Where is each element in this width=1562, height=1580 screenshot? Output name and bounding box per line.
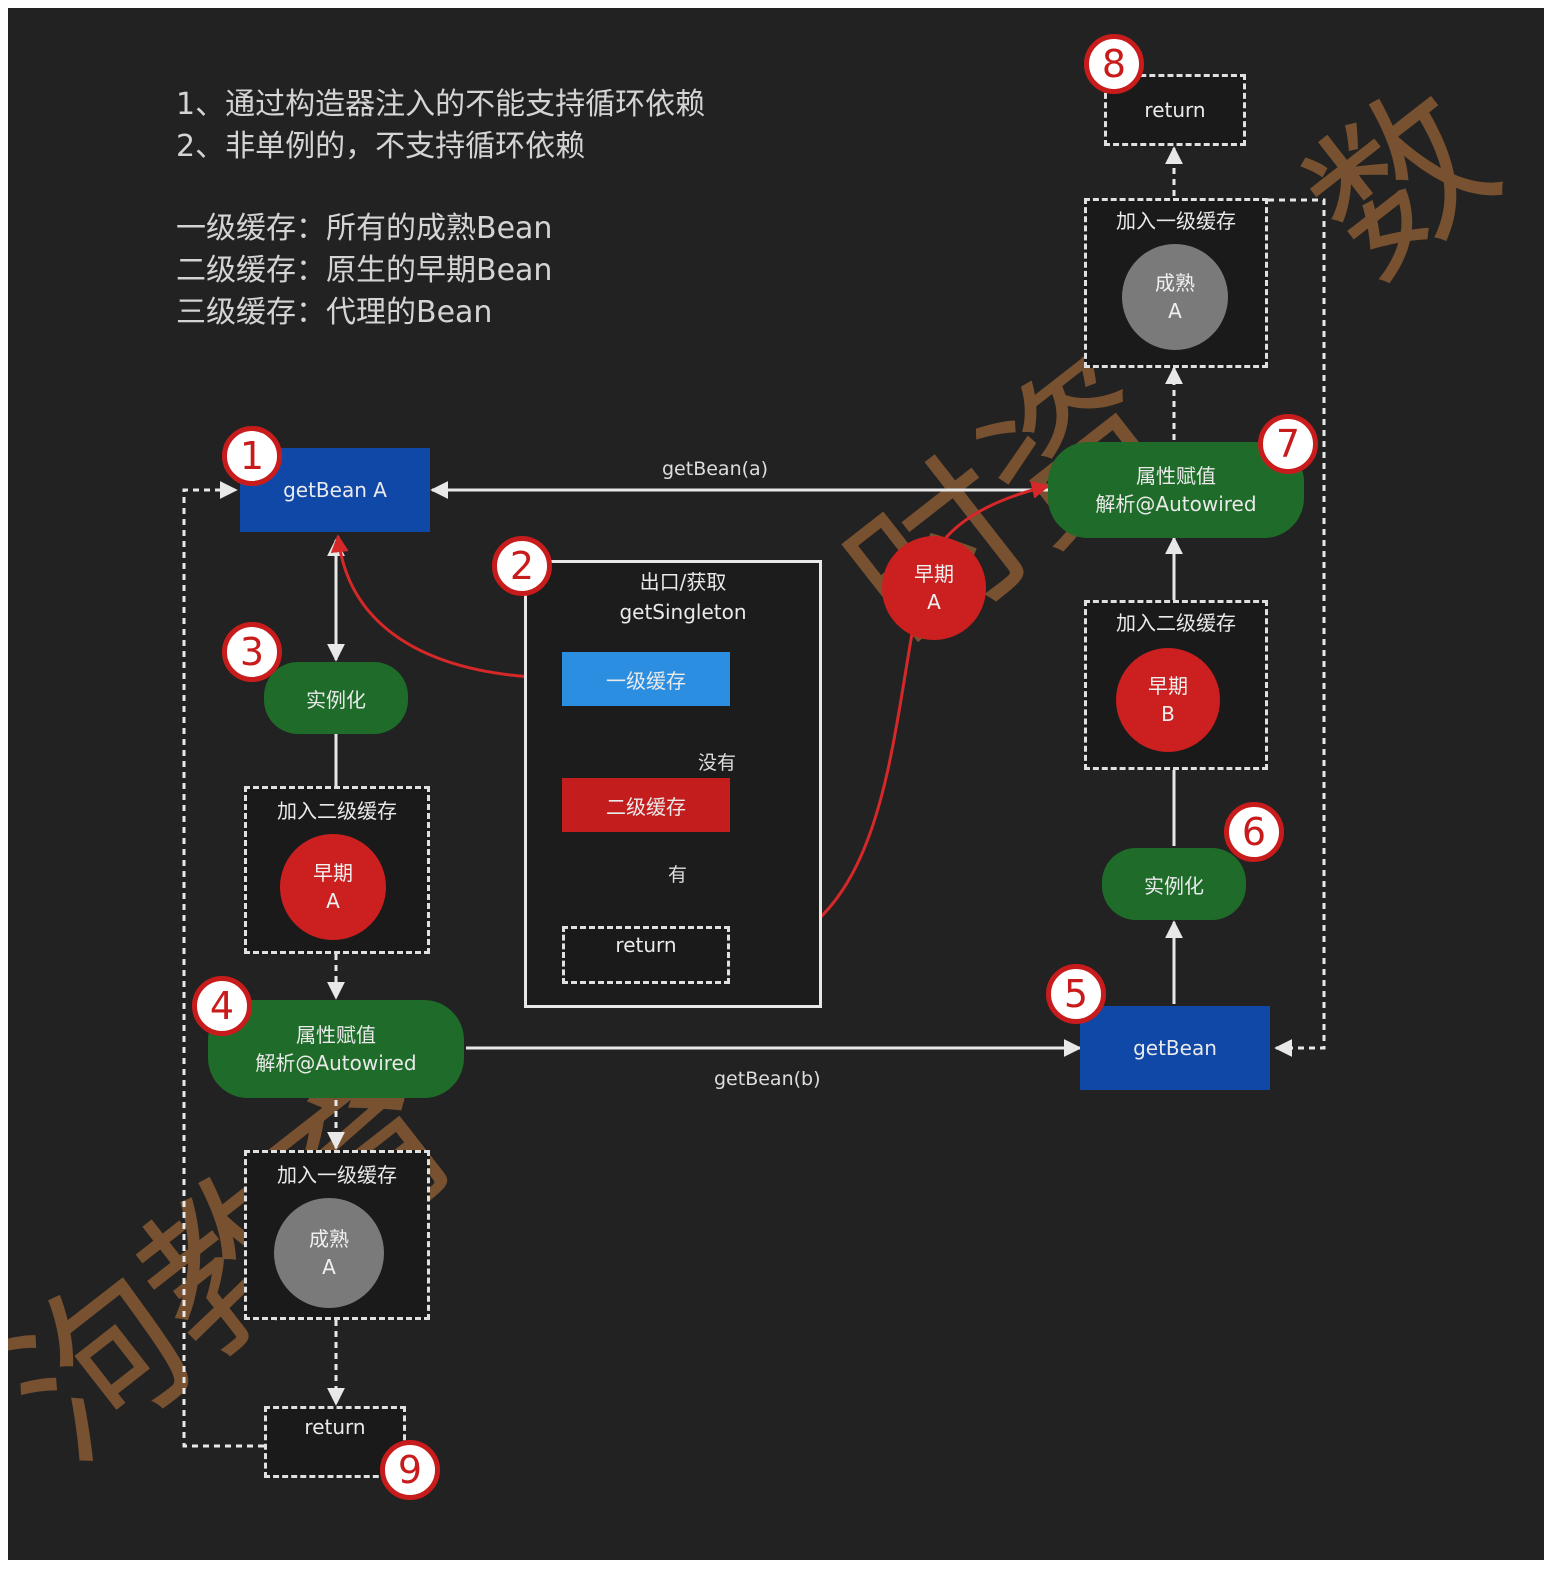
add-l1-cache-right-title: 加入一级缓存 [1116,209,1236,233]
cache-level-1-note: 一级缓存：所有的成熟Bean [176,211,553,246]
cache-hit-label: 有 [668,864,688,886]
mature-a-circle-left: 成熟 A [274,1198,384,1308]
step-8-badge: 8 [1084,34,1144,94]
early-a-circle-left: 早期 A [280,834,386,940]
add-l2-cache-a-title: 加入二级缓存 [277,799,397,823]
early-b-line2: B [1161,702,1175,726]
add-l2-cache-b-title: 加入二级缓存 [1116,611,1236,635]
early-a-middle-line2: A [927,590,941,614]
get-singleton-title-line2: getSingleton [619,600,747,624]
cache-level-2-note: 二级缓存：原生的早期Bean [176,253,553,288]
step-2-badge: 2 [492,536,552,596]
return-loop-right [1268,198,1326,1057]
getbean-a-to-l1-curve [330,534,560,687]
mature-a-right-line2: A [1168,299,1182,323]
populate-b-line2: 解析@Autowired [1095,492,1257,516]
getbean-b-call-label: getBean(b) [714,1068,821,1090]
cache-miss-label: 没有 [698,752,737,774]
diagram-canvas: 时资 泃教育 数 [8,8,1544,1560]
early-a-left-line2: A [326,889,340,913]
populate-a-line2: 解析@Autowired [255,1051,417,1075]
populate-to-early-a-curve [936,481,1050,549]
return-left-label: return [304,1415,366,1439]
add-l1-cache-a-title: 加入一级缓存 [277,1163,397,1187]
step-9-badge: 9 [380,1440,440,1500]
return-center-label: return [615,933,677,957]
populate-a-line1: 属性赋值 [296,1023,376,1047]
mature-a-left-line1: 成熟 [309,1227,349,1251]
cache-l2-node: 二级缓存 [562,778,730,832]
early-a-left-line1: 早期 [313,861,353,885]
rule-non-singleton: 2、非单例的，不支持循环依赖 [176,129,586,164]
return-loop-left [182,481,264,1448]
populate-b-line1: 属性赋值 [1136,464,1216,488]
step-7-badge: 7 [1258,414,1318,474]
mature-a-left-line2: A [322,1255,336,1279]
step-6-badge: 6 [1224,802,1284,862]
rule-constructor-injection: 1、通过构造器注入的不能支持循环依赖 [176,87,706,122]
get-singleton-title-line1: 出口/获取 [639,570,727,594]
cache-l1-node: 一级缓存 [562,652,730,706]
getbean-a-call-label: getBean(a) [662,458,769,480]
step-1-badge: 1 [222,426,282,486]
step-4-badge: 4 [192,976,252,1036]
early-a-circle-middle: 早期 A [882,536,986,640]
connector-lines [182,146,1326,1448]
getbean-b-node: getBean [1080,1006,1270,1090]
cache-level-3-note: 三级缓存：代理的Bean [176,295,493,330]
instantiate-a-node: 实例化 [264,662,408,734]
step-3-badge: 3 [222,622,282,682]
return-center-node: return [562,926,730,984]
populate-a-node: 属性赋值 解析@Autowired [208,1000,464,1098]
early-a-middle-line1: 早期 [914,562,954,586]
step-5-badge: 5 [1046,964,1106,1024]
mature-a-circle-right: 成熟 A [1122,244,1228,350]
mature-a-right-line1: 成熟 [1155,271,1195,295]
early-b-line1: 早期 [1148,674,1188,698]
early-b-circle: 早期 B [1116,648,1220,752]
instantiate-b-node: 实例化 [1102,848,1246,920]
